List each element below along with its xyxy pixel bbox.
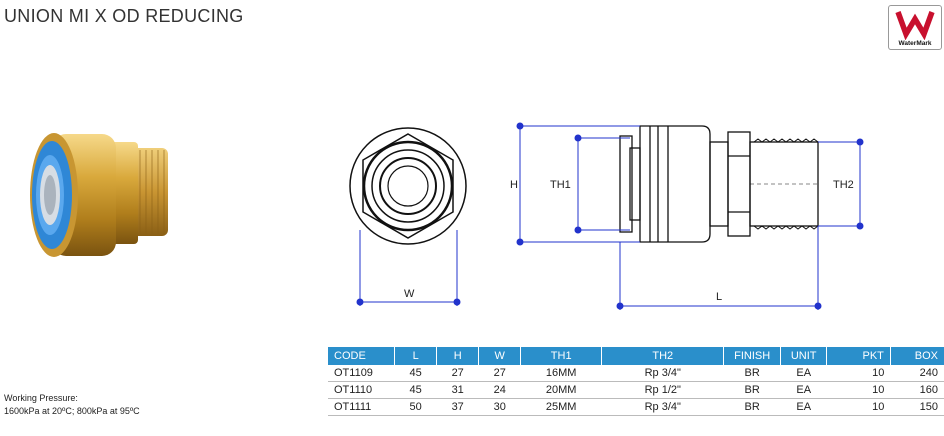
table-row: OT1111 50 37 30 25MM Rp 3/4" BR EA 10 15… bbox=[328, 398, 944, 416]
cell-h: 31 bbox=[436, 381, 479, 399]
cell-box: 150 bbox=[890, 398, 944, 416]
cell-h: 37 bbox=[436, 398, 479, 416]
col-pkt: PKT bbox=[826, 347, 891, 365]
technical-drawing: W H TH1 TH2 L bbox=[349, 122, 864, 310]
dim-w-label: W bbox=[404, 288, 415, 300]
working-pressure-note: Working Pressure: 1600kPa at 20ºC; 800kP… bbox=[4, 392, 140, 418]
table-row: OT1109 45 27 27 16MM Rp 3/4" BR EA 10 24… bbox=[328, 365, 944, 382]
col-finish: FINISH bbox=[723, 347, 781, 365]
cell-w: 27 bbox=[478, 365, 521, 382]
col-h: H bbox=[436, 347, 480, 365]
col-w: W bbox=[478, 347, 522, 365]
col-unit: UNIT bbox=[780, 347, 828, 365]
cell-l: 45 bbox=[394, 365, 437, 382]
page-title: UNION MI X OD REDUCING bbox=[4, 6, 244, 26]
dim-h-label: H bbox=[510, 179, 518, 191]
cell-finish: BR bbox=[723, 365, 781, 382]
cell-th2: Rp 3/4" bbox=[601, 398, 724, 416]
pressure-values: 1600kPa at 20ºC; 800kPa at 95ºC bbox=[4, 406, 140, 416]
cell-w: 24 bbox=[478, 381, 521, 399]
cell-code: OT1111 bbox=[328, 398, 395, 416]
cell-unit: EA bbox=[780, 381, 827, 399]
col-l: L bbox=[394, 347, 438, 365]
cell-th2: Rp 1/2" bbox=[601, 381, 724, 399]
cell-code: OT1110 bbox=[328, 381, 395, 399]
watermark-logo: WaterMark bbox=[888, 5, 942, 50]
cell-th1: 20MM bbox=[520, 381, 602, 399]
cell-th1: 16MM bbox=[520, 365, 602, 382]
dim-th2-label: TH2 bbox=[833, 179, 854, 191]
col-th1: TH1 bbox=[520, 347, 603, 365]
watermark-w-icon bbox=[895, 11, 935, 41]
table-row: OT1110 45 31 24 20MM Rp 1/2" BR EA 10 16… bbox=[328, 381, 944, 399]
cell-box: 160 bbox=[890, 381, 944, 399]
cell-th2: Rp 3/4" bbox=[601, 365, 724, 382]
cell-pkt: 10 bbox=[826, 381, 891, 399]
cell-th1: 25MM bbox=[520, 398, 602, 416]
dim-th1-label: TH1 bbox=[550, 179, 571, 191]
cell-finish: BR bbox=[723, 381, 781, 399]
cell-h: 27 bbox=[436, 365, 479, 382]
cell-box: 240 bbox=[890, 365, 944, 382]
cell-pkt: 10 bbox=[826, 398, 891, 416]
dimension-lines bbox=[356, 122, 864, 310]
table-header-row: CODE L H W TH1 TH2 FINISH UNIT PKT BOX bbox=[328, 347, 944, 365]
dim-l-label: L bbox=[716, 291, 722, 303]
cell-l: 50 bbox=[394, 398, 437, 416]
cell-finish: BR bbox=[723, 398, 781, 416]
cell-l: 45 bbox=[394, 381, 437, 399]
product-photo bbox=[30, 133, 168, 257]
end-view bbox=[349, 127, 467, 245]
cell-code: OT1109 bbox=[328, 365, 395, 382]
col-code: CODE bbox=[328, 347, 396, 365]
watermark-text: WaterMark bbox=[898, 40, 932, 47]
col-box: BOX bbox=[890, 347, 944, 365]
side-view bbox=[619, 125, 819, 243]
cell-unit: EA bbox=[780, 398, 827, 416]
cell-w: 30 bbox=[478, 398, 521, 416]
cell-unit: EA bbox=[780, 365, 827, 382]
pressure-heading: Working Pressure: bbox=[4, 393, 78, 403]
cell-pkt: 10 bbox=[826, 365, 891, 382]
col-th2: TH2 bbox=[601, 347, 725, 365]
spec-table: CODE L H W TH1 TH2 FINISH UNIT PKT BOX O… bbox=[328, 347, 944, 416]
